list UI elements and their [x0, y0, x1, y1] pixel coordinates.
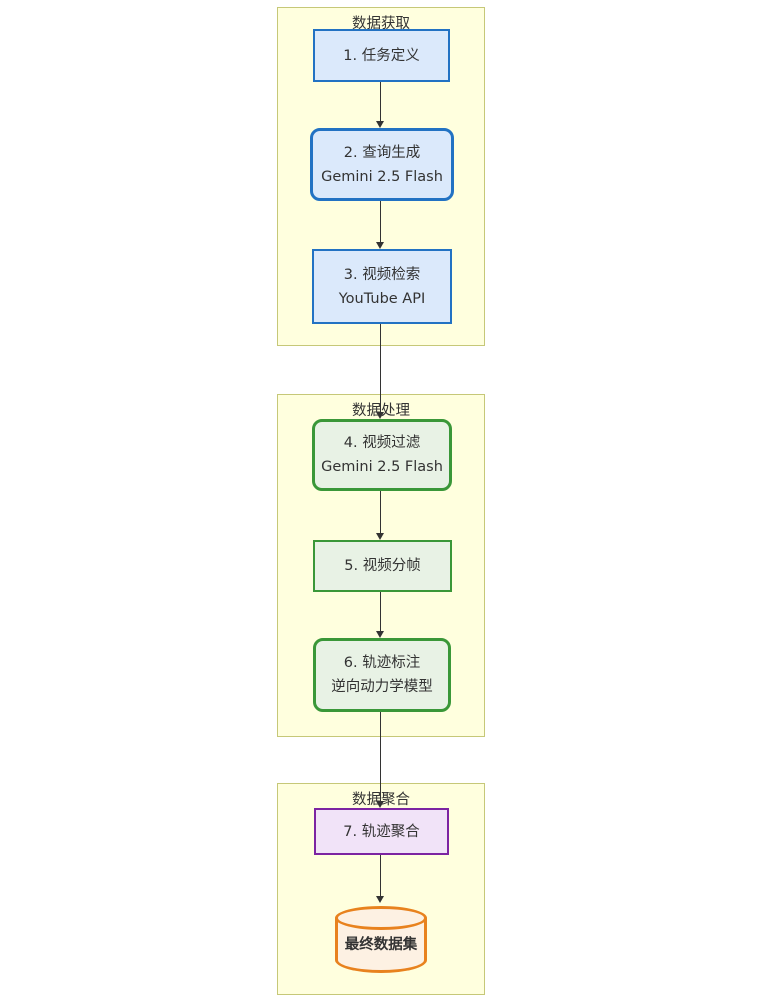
node-video-filtering: 4. 视频过滤 Gemini 2.5 Flash [312, 419, 452, 491]
edge-7-dataset-arrow [376, 855, 384, 903]
node-video-framing: 5. 视频分帧 [313, 540, 452, 592]
edge-4-5-arrow [376, 491, 384, 540]
node-video-retrieval: 3. 视频检索 YouTube API [312, 249, 452, 324]
node-label: 1. 任务定义 [343, 47, 420, 64]
edge-3-4-arrow [376, 324, 384, 419]
cluster-title-data-acquisition: 数据获取 [352, 16, 410, 32]
node-label: 4. 视频过滤 [343, 435, 421, 451]
node-label: 最终数据集 [344, 937, 418, 953]
edge-6-7-arrow [376, 712, 384, 808]
node-sublabel: Gemini 2.5 Flash [321, 168, 443, 185]
node-label: 7. 轨迹聚合 [343, 823, 420, 840]
node-task-definition: 1. 任务定义 [313, 29, 450, 82]
cluster-title-data-processing: 数据处理 [352, 403, 410, 419]
node-label: 6. 轨迹标注 [343, 655, 421, 671]
edge-1-2-arrow [376, 82, 384, 128]
database-cylinder-top [335, 906, 427, 930]
node-label: 5. 视频分帧 [344, 558, 421, 574]
node-trajectory-annotation: 6. 轨迹标注 逆向动力学模型 [313, 638, 451, 712]
node-query-generation: 2. 查询生成 Gemini 2.5 Flash [310, 128, 454, 201]
edge-2-3-arrow [376, 201, 384, 249]
node-label: 3. 视频检索 [343, 266, 421, 283]
node-trajectory-aggregation: 7. 轨迹聚合 [314, 808, 449, 855]
node-sublabel: 逆向动力学模型 [331, 679, 433, 695]
cluster-title-data-aggregation: 数据聚合 [352, 792, 410, 808]
node-sublabel: Gemini 2.5 Flash [321, 459, 443, 475]
node-label: 2. 查询生成 [343, 144, 421, 161]
edge-5-6-arrow [376, 592, 384, 638]
node-sublabel: YouTube API [338, 290, 426, 307]
